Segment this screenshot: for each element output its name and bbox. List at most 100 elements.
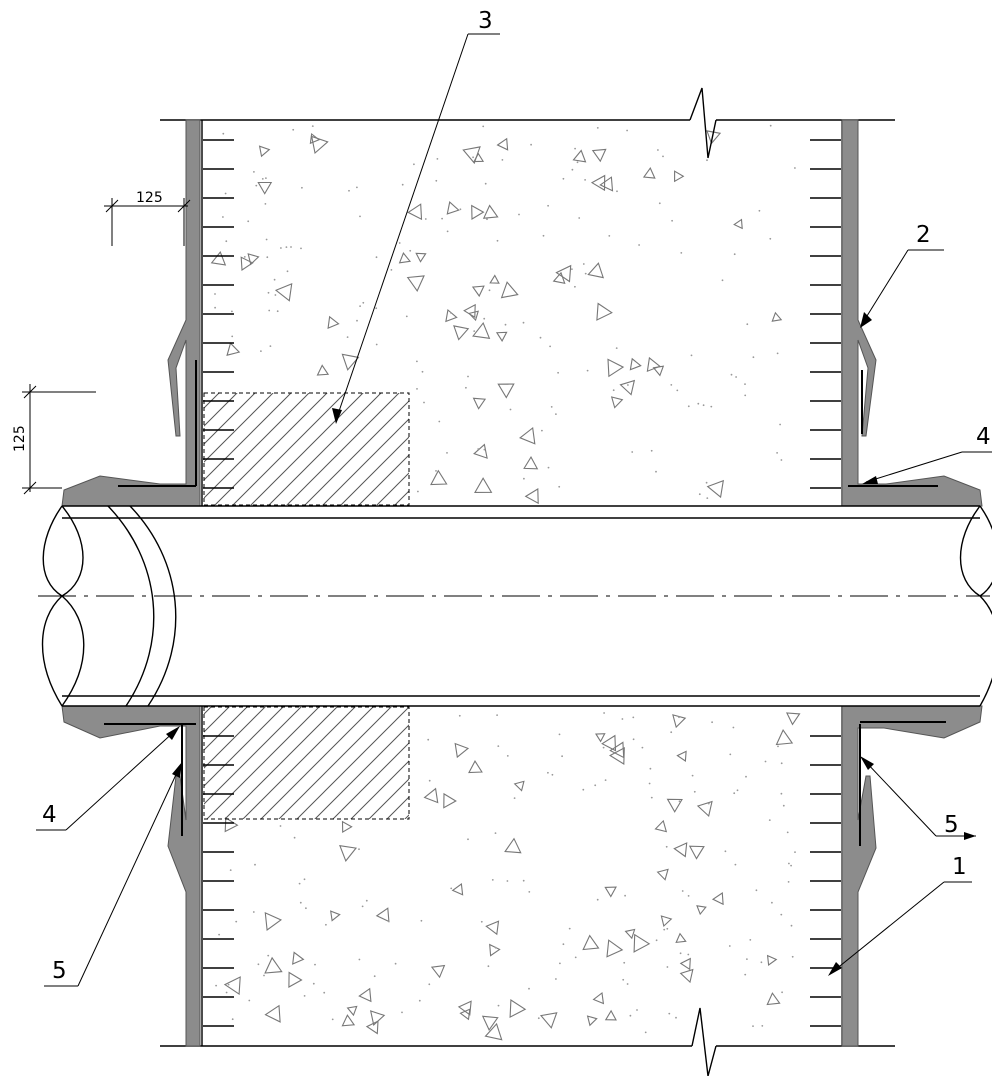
aggregate-sand [293,836,296,839]
aggregate-sand [323,991,326,994]
aggregate-stone [471,285,485,298]
aggregate-sand [768,819,771,821]
aggregate-stone [592,991,605,1005]
aggregate-stone [247,253,260,266]
aggregate-sand [551,773,554,776]
aggregate-stone [733,218,743,230]
aggregate-stone [339,845,358,862]
aggregate-stone [656,868,669,881]
callout-3: 3 [332,8,500,424]
aggregate-sand [705,481,708,484]
aggregate-sand [528,987,530,990]
aggregate-sand [252,911,255,913]
aggregate-sand [655,470,657,473]
aggregate-sand [480,920,483,923]
aggregate-stone [606,939,624,958]
aggregate-sand [558,485,561,488]
aggregate-stone [443,792,457,809]
aggregate-sand [632,738,635,741]
aggregate-stone [430,469,448,486]
aggregate-stone [591,148,607,163]
aggregate-sand [657,149,659,151]
aggregate-sand [794,167,796,169]
aggregate-sand [264,203,267,205]
aggregate-sand [746,958,748,960]
aggregate-sand [446,452,448,454]
aggregate-stone [504,837,522,854]
aggregate-sand [314,963,316,966]
aggregate-sand [285,246,288,249]
aggregate-stone [524,488,539,505]
aggregate-sand [710,405,713,408]
aggregate-sand [663,928,666,931]
aggregate-stone [316,364,330,376]
aggregate-stone [552,271,566,285]
aggregate-sand [537,1017,540,1020]
aggregate-sand [612,389,615,392]
aggregate-sand [269,345,272,347]
aggregate-sand [623,961,626,964]
aggregate-stone [258,145,271,158]
aggregate-stone [766,992,781,1006]
aggregate-sand [214,306,217,309]
aggregate-sand [744,394,747,397]
aggregate-stone [706,479,724,499]
aggregate-sand [733,792,736,795]
aggregate-stone [407,203,423,221]
aggregate-sand [706,159,708,162]
aggregate-stone [468,760,483,774]
aggregate-sand [650,449,653,452]
aggregate-sand [687,405,690,408]
aggregate-sand [780,792,783,795]
aggregate-sand [301,186,303,189]
aggregate-sand [562,177,565,180]
aggregate-stone [406,275,425,292]
aggregate-sand [734,863,737,866]
aggregate-stone [660,915,673,928]
aggregate-sand [405,315,408,318]
aggregate-sand [758,209,761,212]
aggregate-sand [423,401,425,404]
aggregate-sand [745,775,747,778]
aggregate-stone [766,954,778,966]
aggregate-sand [450,312,452,314]
aggregate-sand [621,718,624,720]
aggregate-sand [730,373,733,376]
aggregate-stone [358,987,372,1003]
aggregate-stone [771,311,783,322]
aggregate-stone [310,135,329,155]
aggregate-sand [562,943,565,946]
aggregate-sand [788,862,790,865]
aggregate-sand [273,278,276,281]
aggregate-stone [264,912,282,932]
aggregate-sand [687,953,690,956]
aggregate-sand [571,168,574,171]
aggregate-sand [679,952,682,955]
aggregate-sand [582,263,585,265]
aggregate-sand [749,939,752,941]
aggregate-sand [497,745,500,747]
aggregate-stone [264,956,283,974]
aggregate-stone [587,262,605,279]
aggregate-sand [348,189,350,192]
callout-label-5-right: 5 [944,812,959,838]
aggregate-sand [777,745,779,748]
aggregate-sand [487,965,490,968]
aggregate-stone [633,933,651,953]
aggregate-sand [467,838,469,841]
aggregate-sand [786,831,789,834]
aggregate-sand [467,375,469,378]
aggregate-sand [231,310,233,313]
aggregate-sand [790,924,793,927]
aggregate-stone [292,951,305,965]
aggregate-sand [421,370,424,373]
aggregate-sand [650,796,653,799]
concrete-wall [202,120,842,1046]
aggregate-sand [488,289,491,292]
aggregate-stone [586,1015,598,1027]
aggregate-stone [624,928,636,940]
aggregate-sand [356,319,358,322]
aggregate-stone [604,1009,617,1021]
aggregate-stone [224,816,239,833]
aggregate-stone [473,443,488,459]
